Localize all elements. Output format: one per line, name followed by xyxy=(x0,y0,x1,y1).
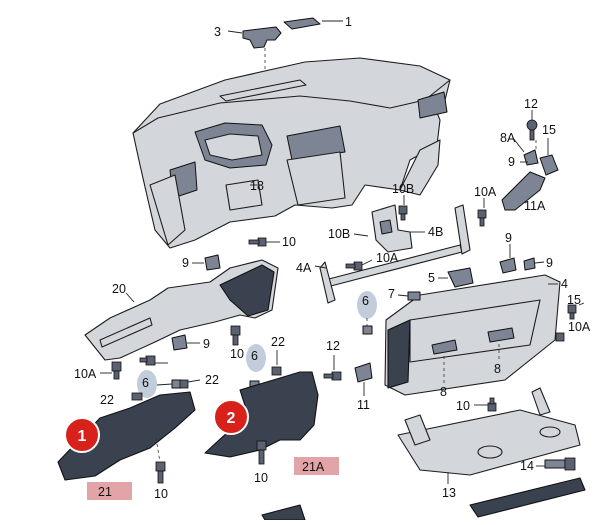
label-6-c: 6 xyxy=(251,349,258,363)
part-clip-3 xyxy=(242,26,282,49)
part-bolt-10-left xyxy=(139,355,156,366)
label-4: 4 xyxy=(561,277,568,291)
part-bolt-9-right xyxy=(555,332,565,342)
part-bolt-10A-mid xyxy=(345,261,363,271)
part-bracket-4B xyxy=(371,204,413,253)
label-20: 20 xyxy=(112,282,126,296)
part-bottom-strip xyxy=(261,477,586,521)
part-bracket-8A xyxy=(523,149,539,166)
label-8-a: 8 xyxy=(440,385,447,399)
part-screw-12 xyxy=(526,119,538,141)
label-4A: 4A xyxy=(296,261,312,275)
highlight-part-6-c xyxy=(246,344,266,372)
label-15-right: 15 xyxy=(567,293,581,307)
label-9-center: 9 xyxy=(203,337,210,351)
part-hinge-14 xyxy=(544,457,576,471)
label-10A-top: 10A xyxy=(474,185,497,199)
label-15: 15 xyxy=(542,123,556,137)
label-11: 11 xyxy=(357,398,370,412)
label-3: 3 xyxy=(214,25,221,39)
part-bolt-10-glovebox xyxy=(487,397,497,412)
label-10B: 10B xyxy=(392,182,414,196)
label-5: 5 xyxy=(428,271,435,285)
part-clip-9-right-b xyxy=(523,257,536,271)
label-9-top: 9 xyxy=(508,155,515,169)
highlight-part-6-b xyxy=(137,370,157,398)
part-bracket-5 xyxy=(447,267,474,288)
part-clip-6-a xyxy=(362,325,373,335)
part-bolt-10A-right xyxy=(567,304,577,320)
part-lid-13 xyxy=(397,387,581,476)
part-bolt-10A-left xyxy=(111,361,122,380)
label-10-center: 10 xyxy=(230,347,244,361)
label-11A: 11A xyxy=(524,199,546,213)
label-12: 12 xyxy=(524,97,538,111)
label-10-trim21A: 10 xyxy=(254,471,268,485)
part-bolt-10-trim21 xyxy=(155,461,166,484)
part-trim-21 xyxy=(57,391,196,481)
label-9-left: 9 xyxy=(182,256,189,270)
part-cover-1 xyxy=(283,17,321,30)
label-8-b: 8 xyxy=(494,362,501,376)
label-6-b: 6 xyxy=(142,376,149,390)
label-14: 14 xyxy=(520,459,534,473)
part-bolt-10-trim21A xyxy=(256,440,267,465)
label-21A: 21A xyxy=(302,460,325,474)
part-glovebox-4 xyxy=(384,274,561,396)
part-clip-9-center xyxy=(171,334,188,351)
part-screw-12-lower xyxy=(323,371,342,381)
part-bolt-10-center xyxy=(230,325,241,346)
label-13: 13 xyxy=(442,486,456,500)
part-bracket-11 xyxy=(354,362,373,383)
part-clip-7 xyxy=(407,291,421,301)
label-4B: 4B xyxy=(428,225,443,239)
highlight-part-6-a xyxy=(357,291,377,319)
dashboard-assembly xyxy=(132,57,451,249)
part-bolt-10B xyxy=(398,205,408,221)
label-10-glovebox: 10 xyxy=(456,399,470,413)
tag-21-background xyxy=(87,482,132,500)
label-22-left: 22 xyxy=(100,393,114,407)
label-6-a: 6 xyxy=(362,294,369,308)
tag-21A-background xyxy=(294,457,339,475)
label-10A-left: 10A xyxy=(74,367,97,381)
label-9-right: 9 xyxy=(546,256,553,270)
label-7: 7 xyxy=(388,287,395,301)
part-bolt-10-top xyxy=(248,237,267,247)
badge-2: 2 xyxy=(213,399,249,435)
label-18: 18 xyxy=(250,179,264,193)
part-clip-9-left xyxy=(204,254,221,271)
label-9-mid: 9 xyxy=(505,231,512,245)
label-22-right: 22 xyxy=(205,373,219,387)
label-10A-right: 10A xyxy=(568,320,591,334)
part-bracket-20 xyxy=(84,259,279,361)
badge-1: 1 xyxy=(64,417,100,453)
part-clip-22-c xyxy=(271,366,282,376)
part-connector-15 xyxy=(539,154,559,176)
part-bolt-10A-top xyxy=(477,209,487,227)
label-1: 1 xyxy=(345,15,352,29)
label-21: 21 xyxy=(98,485,112,499)
label-8A: 8A xyxy=(500,131,516,145)
label-10B-2: 10B xyxy=(328,227,350,241)
label-12-lower: 12 xyxy=(326,339,340,353)
label-10-top: 10 xyxy=(282,235,296,249)
part-clip-9-right xyxy=(499,257,517,274)
label-10A-mid: 10A xyxy=(376,251,399,265)
part-strut-4A xyxy=(319,204,471,304)
part-clip-22-left xyxy=(131,392,143,401)
badge-1-text: 1 xyxy=(78,428,87,445)
label-22-center: 22 xyxy=(271,335,285,349)
badge-2-text: 2 xyxy=(227,410,236,427)
part-switch-11A xyxy=(501,171,546,211)
part-clip-22-b xyxy=(179,379,189,389)
label-10-trim21: 10 xyxy=(154,487,168,501)
